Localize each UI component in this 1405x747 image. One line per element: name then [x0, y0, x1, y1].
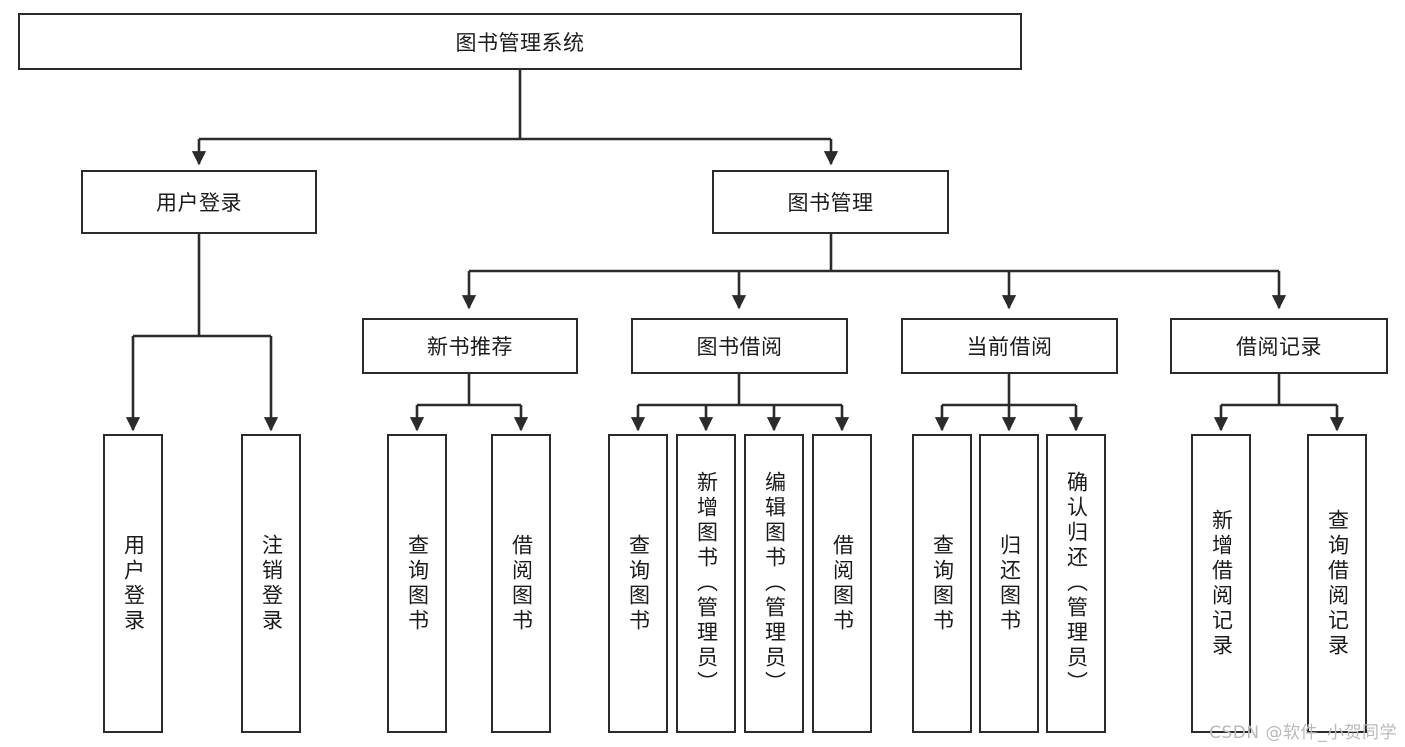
node-root-label: 图书管理系统 — [455, 30, 585, 55]
node-book-borrow[interactable]: 图书借阅 — [631, 318, 848, 374]
leaf-add-record-label: 新增借阅记录 — [1209, 508, 1234, 659]
node-new-book-recommend[interactable]: 新书推荐 — [362, 318, 578, 374]
leaf-query-book-3-label: 查询图书 — [930, 533, 955, 634]
leaf-confirm-return[interactable]: 确认归还（管理员） — [1046, 434, 1106, 733]
leaf-borrow-book-1[interactable]: 借阅图书 — [491, 434, 551, 733]
csdn-watermark: CSDN @软件_小贺同学 — [1209, 723, 1397, 743]
leaf-return-book[interactable]: 归还图书 — [979, 434, 1039, 733]
node-current-borrow[interactable]: 当前借阅 — [901, 318, 1118, 374]
node-current-borrow-label: 当前借阅 — [966, 335, 1053, 359]
node-user-login-label: 用户登录 — [156, 191, 242, 215]
node-book-borrow-label: 图书借阅 — [696, 335, 783, 359]
node-borrow-record-label: 借阅记录 — [1236, 335, 1322, 359]
leaf-return-book-label: 归还图书 — [997, 533, 1022, 634]
leaf-query-record[interactable]: 查询借阅记录 — [1307, 434, 1367, 733]
leaf-confirm-return-label: 确认归还（管理员） — [1064, 471, 1089, 696]
node-book-manage[interactable]: 图书管理 — [712, 170, 949, 234]
leaf-query-book-1[interactable]: 查询图书 — [387, 434, 447, 733]
leaf-query-book-2-label: 查询图书 — [626, 533, 651, 634]
leaf-query-book-1-label: 查询图书 — [405, 533, 430, 634]
node-borrow-record[interactable]: 借阅记录 — [1170, 318, 1388, 374]
leaf-query-book-2[interactable]: 查询图书 — [608, 434, 668, 733]
leaf-add-book[interactable]: 新增图书（管理员） — [676, 434, 736, 733]
node-user-login[interactable]: 用户登录 — [81, 170, 317, 234]
leaf-user-login[interactable]: 用户登录 — [103, 434, 163, 733]
leaf-borrow-book-1-label: 借阅图书 — [509, 533, 534, 634]
leaf-query-record-label: 查询借阅记录 — [1325, 508, 1350, 659]
leaf-edit-book-label: 编辑图书（管理员） — [762, 471, 787, 696]
leaf-logout[interactable]: 注销登录 — [241, 434, 301, 733]
node-root[interactable]: 图书管理系统 — [18, 13, 1022, 70]
leaf-borrow-book-2-label: 借阅图书 — [830, 533, 855, 634]
node-book-manage-label: 图书管理 — [787, 191, 874, 215]
leaf-query-book-3[interactable]: 查询图书 — [912, 434, 972, 733]
node-new-book-recommend-label: 新书推荐 — [427, 335, 513, 359]
leaf-logout-label: 注销登录 — [259, 533, 284, 634]
leaf-borrow-book-2[interactable]: 借阅图书 — [812, 434, 872, 733]
leaf-add-book-label: 新增图书（管理员） — [694, 471, 719, 696]
leaf-user-login-label: 用户登录 — [121, 533, 146, 634]
leaf-edit-book[interactable]: 编辑图书（管理员） — [744, 434, 804, 733]
leaf-add-record[interactable]: 新增借阅记录 — [1191, 434, 1251, 733]
